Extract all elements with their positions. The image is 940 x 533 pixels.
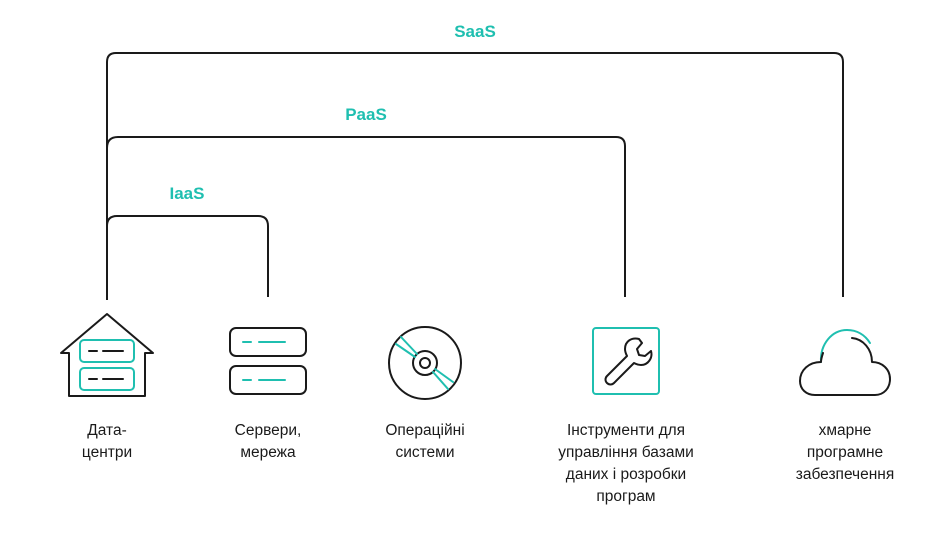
- wrench-icon: [592, 327, 660, 395]
- saas-label: SaaS: [454, 22, 496, 41]
- iaas-label: IaaS: [169, 184, 205, 203]
- cloud-icon: [799, 329, 891, 396]
- caption-datacenters: Дата- центри: [81, 422, 133, 461]
- disc-icon: [388, 326, 462, 400]
- saas-bracket: [106, 52, 844, 300]
- servers-icon: [229, 327, 307, 395]
- paas-bracket: [106, 136, 626, 297]
- caption-os: Операційні системи: [385, 422, 465, 461]
- iaas-bracket: [106, 215, 269, 297]
- caption-servers: Сервери, мережа: [234, 422, 302, 461]
- caption-cloud-software: хмарне програмне забезпечення: [795, 422, 895, 483]
- paas-label: PaaS: [345, 105, 387, 124]
- caption-tools: Інструменти для управління базами даних …: [558, 422, 694, 505]
- datacenter-icon: [60, 313, 154, 397]
